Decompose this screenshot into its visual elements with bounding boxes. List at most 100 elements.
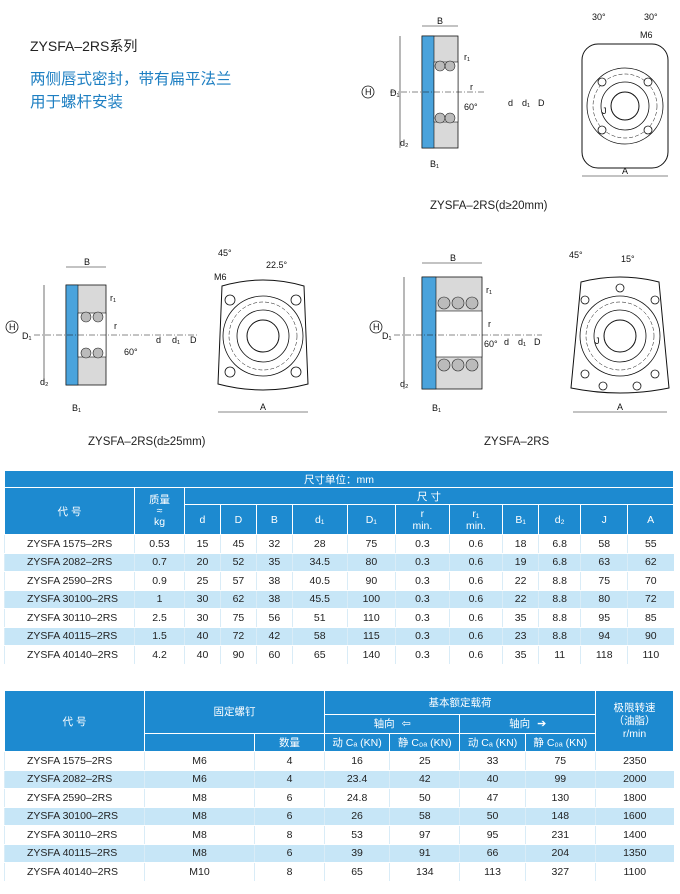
table-cell: 0.3 (395, 534, 450, 554)
table-cell: 6 (254, 844, 325, 863)
table-cell: 56 (255, 608, 293, 628)
table-cell: 204 (524, 844, 596, 863)
label-d1: d₁ (518, 337, 526, 347)
product-code: ZYSFA 30100–2RS (4, 807, 145, 826)
table-cell: 0.3 (395, 590, 450, 609)
label-B1: B₁ (72, 403, 81, 413)
load-ratings-table: 代 号 固定螺钉 基本额定载荷 极限转速 （油脂） r/min 轴向 ⇦ 轴向 … (4, 690, 674, 882)
mass-header: 质量 ≈ kg (134, 487, 185, 535)
table-cell: 72 (627, 590, 674, 609)
table-cell: 1800 (595, 788, 674, 808)
table-cell: 0.53 (134, 534, 185, 554)
table-cell: 25 (184, 571, 221, 591)
dyn-left-header: 动 Cₐ (KN) (323, 732, 391, 752)
table-cell: 118 (580, 645, 628, 665)
screw-spec-blank (144, 732, 255, 752)
dims-header: 尺 寸 (184, 487, 674, 505)
mass-unit: kg (153, 515, 166, 528)
table-cell: 0.3 (395, 571, 450, 591)
label-B: B (84, 257, 90, 267)
dim-col-header: B (255, 504, 293, 535)
speed-unit: r/min (622, 727, 647, 740)
table-cell: 0.3 (395, 608, 450, 628)
table-cell: 6 (254, 788, 325, 808)
table-cell: 0.3 (395, 645, 450, 665)
table-cell: 8 (254, 862, 325, 882)
table-cell: 0.7 (134, 553, 185, 572)
label-angle-60: 60° (464, 102, 478, 112)
table-cell: 113 (459, 862, 526, 882)
label-angle-60: 60° (124, 347, 138, 357)
table-cell: 85 (627, 608, 674, 628)
table-cell: 0.6 (448, 627, 503, 646)
table-cell: 0.6 (448, 571, 503, 591)
table-cell: 80 (346, 553, 396, 572)
table-cell: 2000 (595, 770, 674, 789)
label-r1: r₁ (110, 293, 116, 303)
table-cell: 58 (580, 534, 628, 554)
table-cell: 6.8 (538, 534, 581, 554)
dim-col-header: A (627, 504, 674, 535)
table-cell: 110 (627, 645, 674, 665)
product-code: ZYSFA 2590–2RS (4, 788, 145, 808)
table-cell: 90 (627, 627, 674, 646)
table-cell: 95 (459, 825, 526, 845)
table-cell: 91 (389, 844, 460, 863)
label-M6: M6 (214, 272, 227, 282)
table-cell: 4 (254, 751, 325, 771)
label-J: J (602, 106, 607, 116)
table-cell: M8 (144, 807, 255, 826)
label-d: d (508, 98, 513, 108)
label-angle-30-left: 30° (592, 12, 606, 22)
table-cell: 53 (323, 825, 390, 845)
dim-col-label: D (234, 513, 243, 526)
table-cell: M8 (144, 788, 255, 808)
product-code: ZYSFA 40115–2RS (4, 627, 135, 646)
table-cell: 100 (346, 590, 396, 609)
table-cell: 2350 (595, 751, 674, 771)
label-J: J (595, 336, 600, 346)
table-cell: 1.5 (134, 627, 185, 646)
dim-col-label: d₁ (315, 513, 325, 526)
label-r1: r₁ (464, 52, 470, 62)
label-r1: r₁ (486, 285, 492, 295)
table-cell: 99 (524, 770, 596, 789)
figure-3-front-view: 45° 15° J A (569, 250, 670, 413)
unit-header: 尺寸单位：mm (4, 470, 674, 488)
table-cell: 8.8 (538, 590, 581, 609)
table-cell: 4 (254, 770, 325, 789)
label-D: D (538, 98, 545, 108)
table-cell: 115 (346, 627, 396, 646)
table-cell: M8 (144, 844, 255, 863)
table-cell: 75 (524, 751, 596, 771)
label-d: d (156, 335, 161, 345)
table-cell: 40.5 (291, 571, 348, 591)
speed-label: 极限转速 (613, 701, 656, 714)
table-cell: M6 (144, 770, 255, 789)
table-cell: 35 (502, 608, 539, 628)
table-cell: 50 (459, 807, 526, 826)
figure-1-section-view: B D₁ d₂ B₁ r₁ r 60° d d₁ D H (361, 16, 545, 169)
table-cell: 40 (184, 645, 221, 665)
axial-left-label: 轴向 (373, 718, 395, 731)
label-A: A (617, 402, 623, 412)
dim-col-label: D₁ (365, 513, 377, 526)
table-cell: 45.5 (291, 590, 348, 609)
table-cell: 51 (291, 608, 348, 628)
table-cell: 4.2 (134, 645, 185, 665)
table-cell: 8 (254, 825, 325, 845)
table-cell: 70 (627, 571, 674, 591)
table-cell: 42 (389, 770, 460, 789)
table-cell: 75 (580, 571, 628, 591)
table-cell: 130 (524, 788, 596, 808)
figure-2-caption: ZYSFA–2RS(d≥25mm) (88, 436, 206, 448)
table-cell: 63 (580, 553, 628, 572)
table-cell: M6 (144, 751, 255, 771)
label-B1: B₁ (430, 159, 439, 169)
stat-left-header: 静 C₀ₐ (KN) (389, 732, 461, 752)
description-line-2: 用于螺杆安装 (30, 94, 124, 111)
table-cell: 0.3 (395, 553, 450, 572)
label-B1: B₁ (432, 403, 441, 413)
label-M6: M6 (640, 30, 653, 40)
